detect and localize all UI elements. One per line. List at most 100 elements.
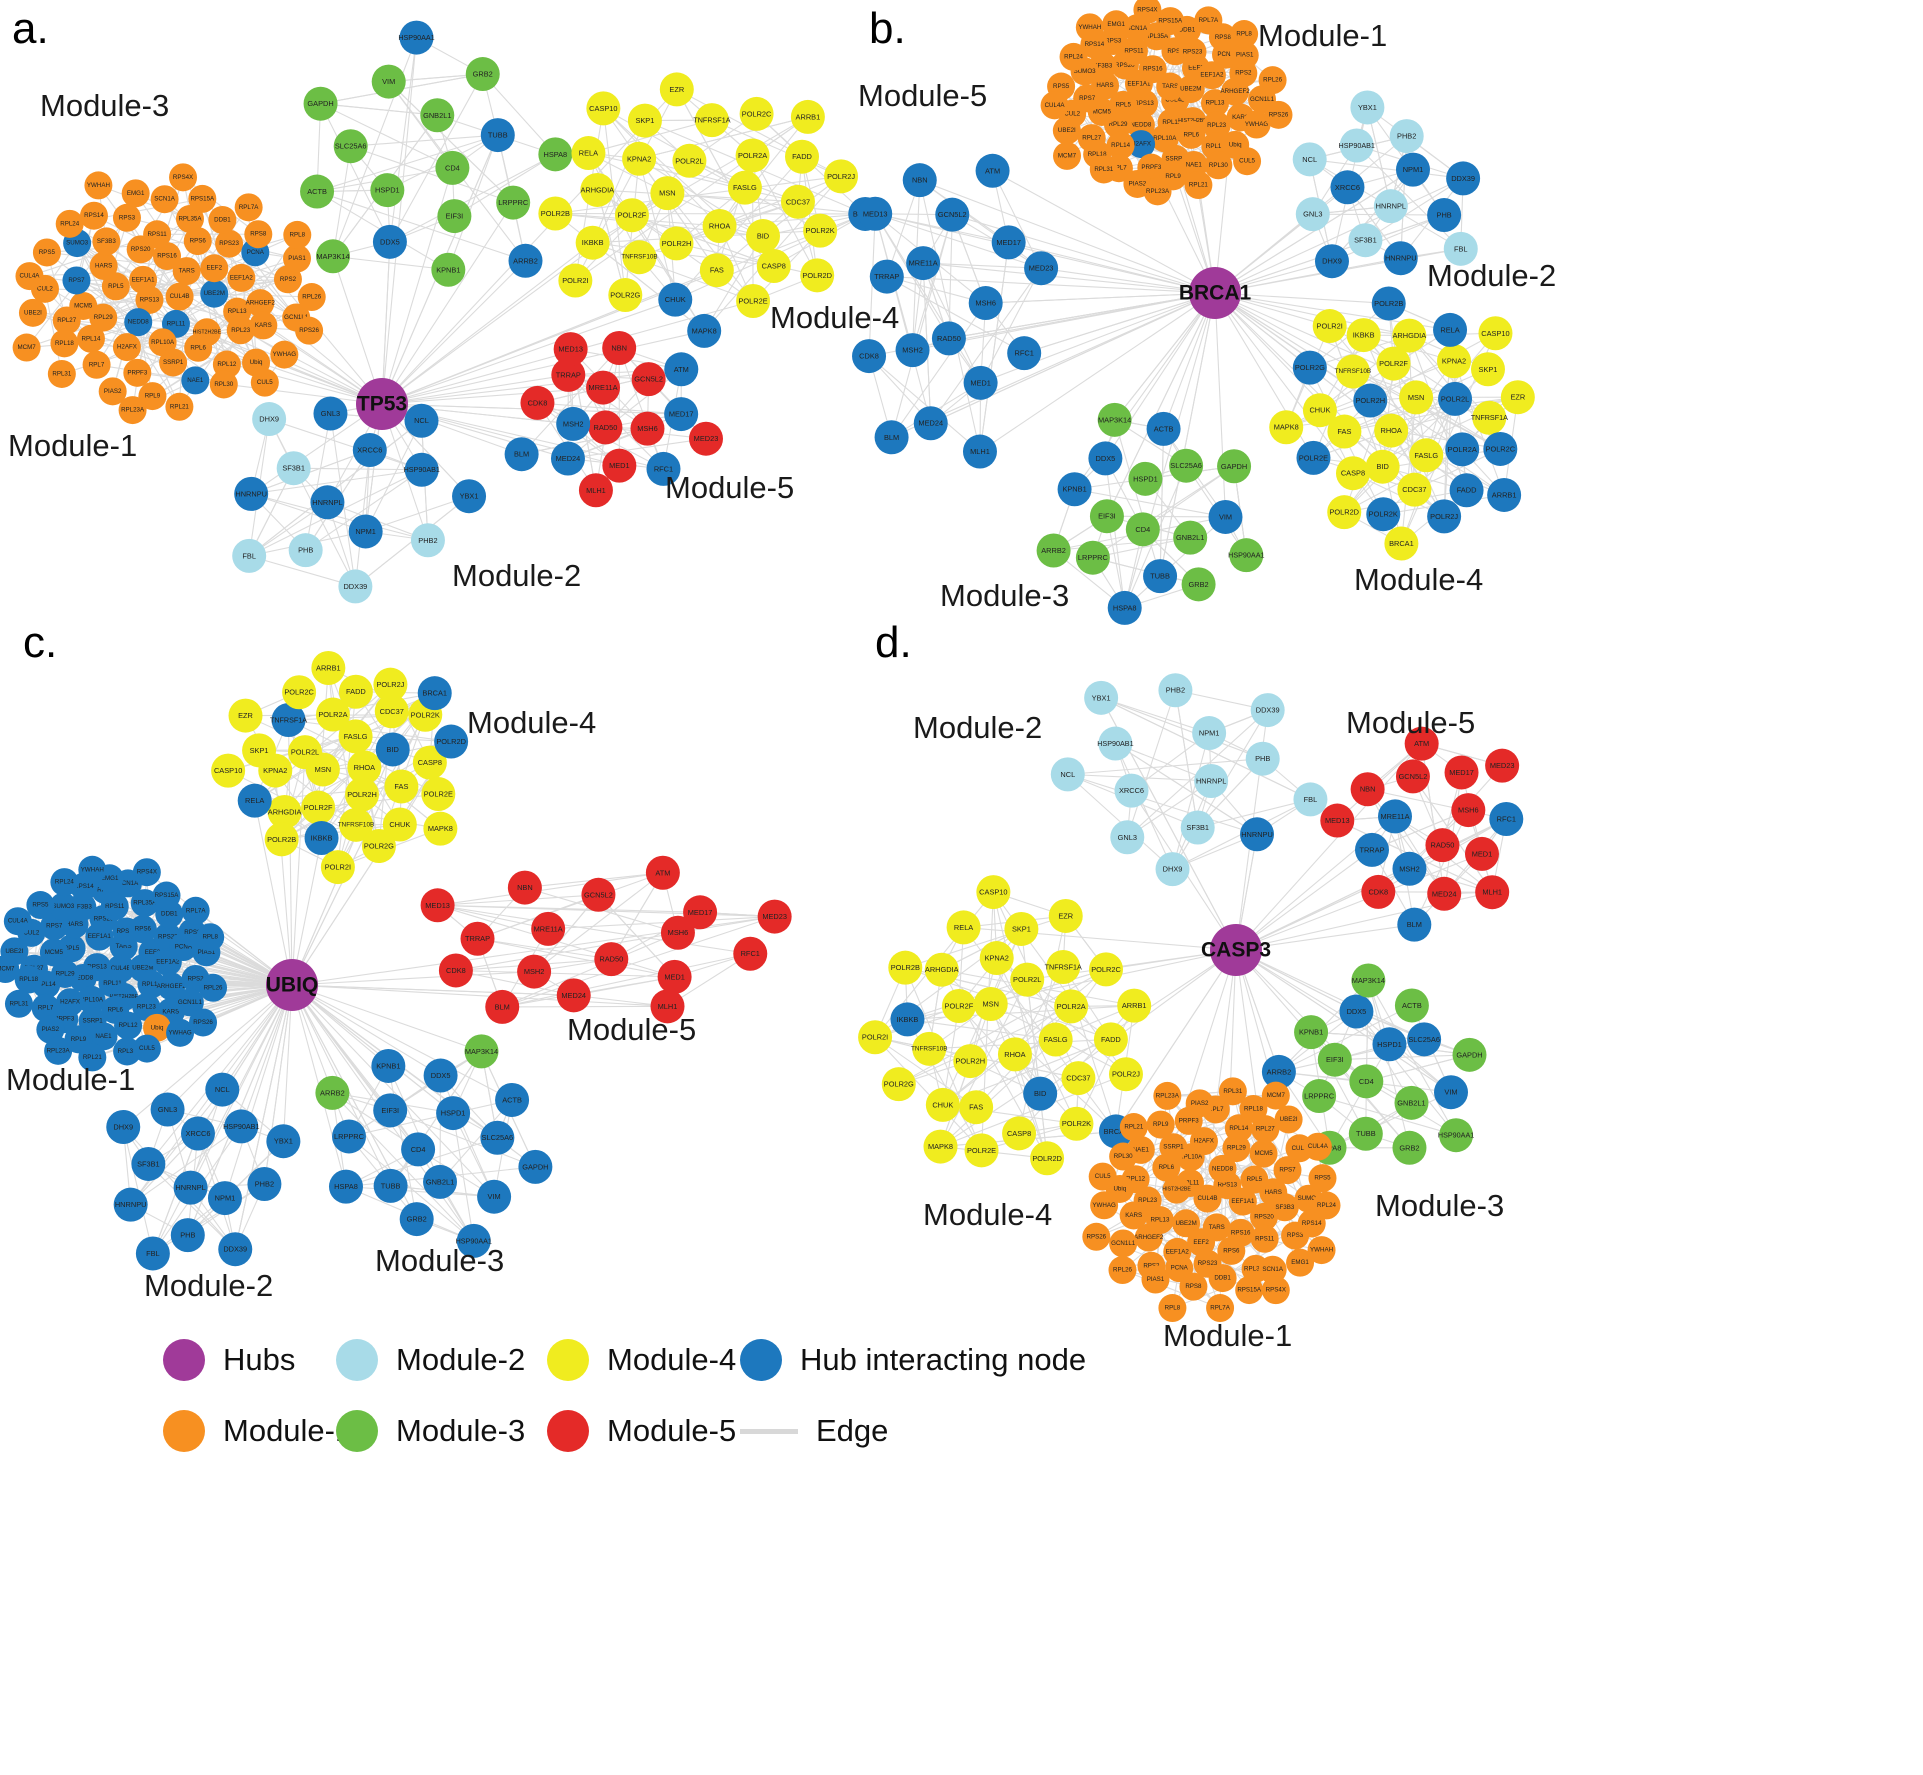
node-DHX9: DHX9	[1155, 852, 1190, 887]
node-POLR2H: POLR2H	[659, 226, 694, 261]
node-NPM1: NPM1	[207, 1181, 242, 1216]
node-POLR2B: POLR2B	[888, 950, 923, 985]
node-RPL24: RPL24	[50, 868, 79, 897]
node-PHB: PHB	[170, 1218, 205, 1253]
node-NPM1: NPM1	[348, 514, 383, 549]
node-RPL21: RPL21	[78, 1043, 107, 1072]
node-CHUK: CHUK	[658, 282, 693, 317]
node-ARRB1: ARRB1	[311, 650, 346, 685]
node-KPNA2: KPNA2	[979, 941, 1014, 976]
node-HNRNPL: HNRNPL	[310, 485, 345, 520]
node-CDC37: CDC37	[780, 184, 815, 219]
node-CASP10: CASP10	[1478, 316, 1513, 351]
node-CDC37: CDC37	[1397, 472, 1432, 507]
node-POLR2H: POLR2H	[345, 777, 380, 812]
node-MLH1: MLH1	[962, 434, 997, 469]
node-SF3B1: SF3B1	[131, 1146, 166, 1181]
node-CASP10: CASP10	[586, 91, 621, 126]
node-PHB: PHB	[288, 533, 323, 568]
node-SCN1A: SCN1A	[150, 185, 179, 214]
node-CUL5: CUL5	[132, 1034, 161, 1063]
node-SLC25A6: SLC25A6	[480, 1120, 515, 1155]
node-POLR2A: POLR2A	[1054, 989, 1089, 1024]
node-ACTB: ACTB	[300, 174, 335, 209]
node-ARRB2: ARRB2	[508, 243, 543, 278]
node-KARS: KARS	[249, 311, 278, 340]
node-SF3B1: SF3B1	[1180, 810, 1215, 845]
node-FASLG: FASLG	[1409, 438, 1444, 473]
node-POLR2C: POLR2C	[739, 96, 774, 131]
node-RPL18: RPL18	[50, 329, 79, 358]
node-MSH2: MSH2	[556, 406, 591, 441]
hub-TP53: TP53	[356, 378, 408, 430]
node-CUL5: CUL5	[1233, 147, 1262, 176]
node-FBL: FBL	[1443, 231, 1478, 266]
node-TRRAP: TRRAP	[460, 921, 495, 956]
node-TUBB: TUBB	[1143, 559, 1178, 594]
node-POLR2C: POLR2C	[1089, 952, 1124, 987]
node-RPS11: RPS11	[143, 220, 172, 249]
node-RPL8: RPL8	[283, 220, 312, 249]
node-POLR2D: POLR2D	[434, 724, 469, 759]
node-MSH6: MSH6	[968, 286, 1003, 321]
node-POLR2I: POLR2I	[858, 1020, 893, 1055]
node-NBN: NBN	[1350, 772, 1385, 807]
node-MED23: MED23	[757, 899, 792, 934]
node-RPL30: RPL30	[209, 370, 238, 399]
node-CASP8: CASP8	[756, 249, 791, 284]
node-ARRB1: ARRB1	[1487, 477, 1522, 512]
node-FAS: FAS	[959, 1090, 994, 1125]
node-CUL4B: CUL4B	[165, 282, 194, 311]
node-POLR2F: POLR2F	[301, 790, 336, 825]
node-TNFRSF1A: TNFRSF1A	[1045, 950, 1082, 985]
nodes-panel-d: HNRNPLXRCC6NPM1SF3B1HSP90AB1PHBGNL3PHB2H…	[858, 673, 1524, 1323]
node-KPNA2: KPNA2	[1437, 344, 1472, 379]
node-SKP1: SKP1	[627, 103, 662, 138]
node-RPL12: RPL12	[114, 1011, 143, 1040]
node-GNB2L1: GNB2L1	[1173, 520, 1208, 555]
node-YWHAH: YWHAH	[1307, 1236, 1336, 1265]
node-RPL8: RPL8	[1158, 1294, 1187, 1323]
node-FASLG: FASLG	[1038, 1022, 1073, 1057]
node-HSP90AB1: HSP90AB1	[1097, 726, 1134, 761]
node-RPS26: RPS26	[1264, 100, 1293, 129]
node-GNL3: GNL3	[313, 396, 348, 431]
node-RPS6: RPS6	[1217, 1236, 1246, 1265]
node-ARRB1: ARRB1	[1117, 988, 1152, 1023]
node-POLR2L: POLR2L	[1438, 381, 1473, 416]
node-POLR2I: POLR2I	[558, 263, 593, 298]
node-POLR2J: POLR2J	[824, 159, 859, 194]
node-LRPPRC: LRPPRC	[496, 185, 531, 220]
node-RPL7: RPL7	[82, 350, 111, 379]
node-RPS15A: RPS15A	[152, 881, 181, 910]
node-BRCA1: BRCA1	[417, 676, 452, 711]
node-DDX5: DDX5	[1088, 441, 1123, 476]
node-GCN5L2: GCN5L2	[935, 197, 970, 232]
node-SF3B3: SF3B3	[92, 227, 121, 256]
node-POLR2A: POLR2A	[735, 138, 770, 173]
node-MCM7: MCM7	[12, 333, 41, 362]
node-BRCA1: BRCA1	[1384, 526, 1419, 561]
node-RPL7A: RPL7A	[234, 193, 263, 222]
node-MAPK8: MAPK8	[423, 811, 458, 846]
node-MAPK8: MAPK8	[1269, 410, 1304, 445]
node-NCL: NCL	[1292, 142, 1327, 177]
node-RPL6: RPL6	[184, 333, 213, 362]
node-MED13: MED13	[1320, 803, 1355, 838]
node-MRE11A: MRE11A	[906, 246, 941, 281]
node-CD4: CD4	[1125, 512, 1160, 547]
node-RPS7: RPS7	[62, 266, 91, 295]
node-LRPPRC: LRPPRC	[1302, 1079, 1337, 1114]
node-NBN: NBN	[602, 331, 637, 366]
node-FASLG: FASLG	[727, 170, 762, 205]
node-POLR2E: POLR2E	[736, 283, 771, 318]
node-EMG1: EMG1	[121, 179, 150, 208]
node-POLR2L: POLR2L	[288, 735, 323, 770]
node-MAPK8: MAPK8	[923, 1129, 958, 1164]
node-MSN: MSN	[973, 987, 1008, 1022]
node-RPL7A: RPL7A	[1206, 1294, 1235, 1323]
node-CDK8: CDK8	[852, 339, 887, 374]
node-POLR2C: POLR2C	[1483, 431, 1518, 466]
node-UBE2I: UBE2I	[18, 298, 47, 327]
node-POLR2G: POLR2G	[1292, 350, 1327, 385]
